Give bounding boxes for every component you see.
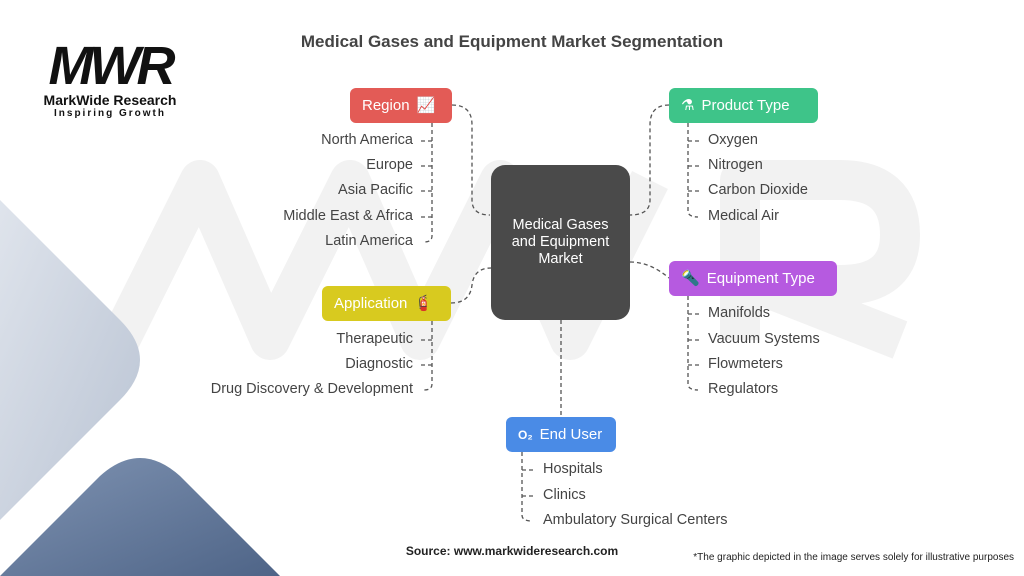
equipment-type-label: Equipment Type (706, 270, 815, 287)
list-item: Carbon Dioxide (708, 182, 808, 198)
center-node: Medical Gases and Equipment Market (491, 165, 630, 320)
end-user-label: End User (539, 426, 603, 443)
spray-icon: 🧯 (414, 295, 434, 312)
bg-shape-light (0, 200, 140, 520)
chart-question-icon: 📈 (416, 97, 436, 114)
o2-cylinder-icon: O₂ (518, 427, 533, 442)
list-item: Vacuum Systems (708, 331, 820, 347)
list-item: Ambulatory Surgical Centers (543, 512, 728, 528)
list-item: Middle East & Africa (283, 208, 413, 224)
list-item: Diagnostic (345, 356, 413, 372)
connectors (420, 104, 700, 522)
application-node: Application 🧯 (322, 286, 451, 321)
page-title: Medical Gases and Equipment Market Segme… (300, 32, 724, 51)
equipment-type-node: 🔦 Equipment Type (669, 261, 837, 296)
product-type-label: Product Type (701, 97, 790, 114)
gas-cylinder-icon: ⚗ (681, 97, 695, 114)
logo: MWR MarkWide Research Inspiring Growth (30, 36, 190, 119)
funnel-tool-icon: 🔦 (681, 270, 700, 287)
list-item: Medical Air (708, 208, 779, 224)
list-item: North America (321, 132, 413, 148)
end-user-node: O₂ End User (506, 417, 616, 452)
list-item: Latin America (325, 233, 413, 249)
list-item: Regulators (708, 381, 779, 397)
region-node: Region 📈 (350, 88, 452, 123)
list-item: Clinics (543, 487, 586, 503)
region-label: Region (362, 97, 410, 114)
list-item: Europe (366, 157, 413, 173)
source-text: Source: www.markwideresearch.com (405, 544, 619, 558)
list-item: Manifolds (708, 305, 771, 321)
list-item: Asia Pacific (338, 182, 413, 198)
application-label: Application (334, 295, 408, 312)
logo-tagline: Inspiring Growth (54, 108, 166, 119)
list-item: Nitrogen (708, 157, 763, 173)
bg-shape-dark (0, 458, 280, 576)
logo-mark: MWR (48, 36, 176, 96)
product-type-node: ⚗ Product Type (669, 88, 818, 123)
disclaimer-text: *The graphic depicted in the image serve… (693, 552, 1014, 563)
list-item: Oxygen (708, 132, 758, 148)
list-item: Drug Discovery & Development (210, 381, 413, 397)
list-item: Therapeutic (336, 331, 413, 347)
list-item: Flowmeters (708, 356, 783, 372)
logo-name: MarkWide Research (43, 92, 177, 108)
list-item: Hospitals (543, 461, 603, 477)
